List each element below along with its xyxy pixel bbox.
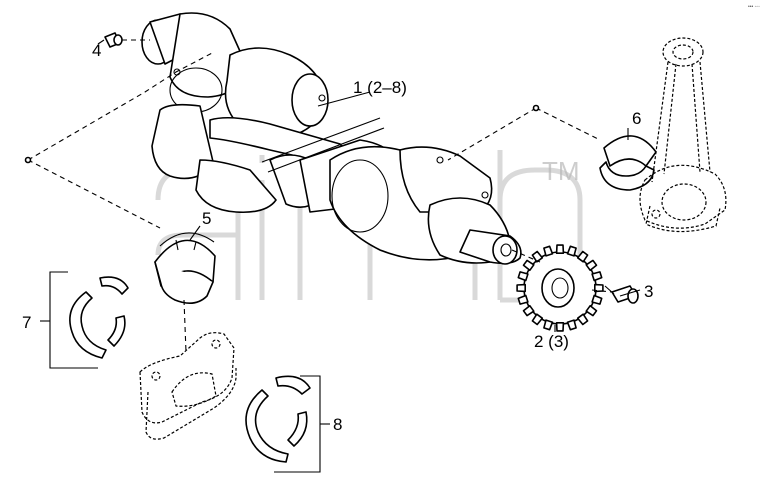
callout-crank-gear: 2 (3) xyxy=(534,332,569,351)
callout-crankshaft: 1 (2–8) xyxy=(353,78,407,97)
thrust-washer-lower xyxy=(245,375,311,463)
gear-tooth xyxy=(522,259,535,272)
callout-thrust-washer-lower: 8 xyxy=(333,415,342,434)
crank-gear xyxy=(516,244,604,332)
gear-tooth xyxy=(516,283,527,293)
gear-tooth xyxy=(517,294,529,305)
gear-tooth xyxy=(585,304,598,317)
connecting-rod xyxy=(639,37,727,233)
dowel-pin xyxy=(104,32,123,48)
watermark-trademark: TM xyxy=(542,156,580,186)
thrust-washer-upper xyxy=(69,276,129,359)
gear-tooth xyxy=(591,271,603,282)
bracket-7 xyxy=(40,271,98,369)
gear-pin xyxy=(604,285,639,304)
gear-tooth xyxy=(543,319,554,331)
gear-tooth xyxy=(585,259,598,272)
gear-tooth xyxy=(566,245,577,257)
callout-upper-main-bearing: 5 xyxy=(202,209,211,228)
gear-tooth xyxy=(566,319,577,331)
gear-tooth xyxy=(517,271,529,282)
gear-tooth xyxy=(576,313,589,326)
gear-tooth xyxy=(555,321,565,332)
main-bearing-cap xyxy=(139,332,237,440)
center-lines xyxy=(24,39,641,353)
callout-dowel-pin: 4 xyxy=(92,41,101,60)
gear-tooth xyxy=(522,304,535,317)
callout-thrust-washer-upper: 7 xyxy=(22,313,31,332)
gear-tooth xyxy=(543,245,554,257)
gear-tooth xyxy=(531,250,544,263)
corner-mark: ••• ◦◦◦ xyxy=(748,4,760,10)
upper-main-bearing xyxy=(154,232,216,304)
gear-tooth xyxy=(591,294,603,305)
callout-con-rod-bearing: 6 xyxy=(632,109,641,128)
gear-tooth xyxy=(576,250,589,263)
gear-tooth xyxy=(531,313,544,326)
bracket-8 xyxy=(274,375,330,473)
gear-tooth xyxy=(555,244,565,254)
callout-gear-pin: 3 xyxy=(644,282,653,301)
crankshaft xyxy=(141,12,522,265)
con-rod-bearing xyxy=(599,135,657,191)
